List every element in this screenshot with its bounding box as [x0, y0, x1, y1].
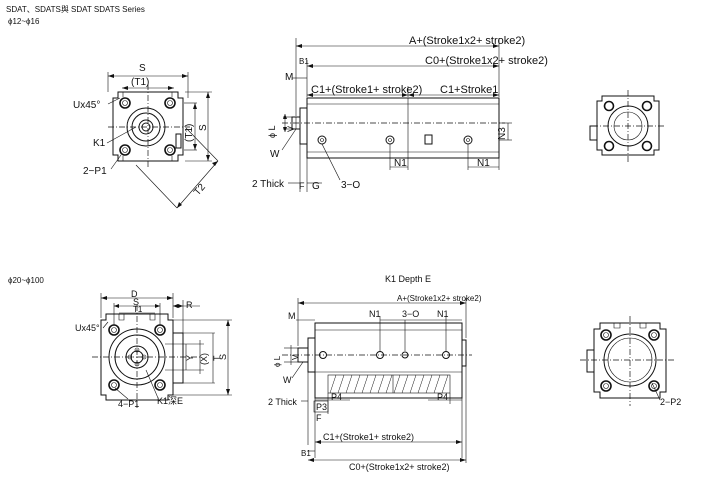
dim-f: F	[316, 413, 322, 423]
dim-y: Y	[185, 355, 195, 361]
label-k1-depth-e: K1 Depth E	[385, 274, 431, 284]
dim-s: S	[139, 63, 146, 74]
dim-n1-left: N1	[394, 158, 407, 169]
dim-t1: (T1)	[131, 77, 149, 88]
drawing-header: SDAT、SDATS與 SDAT SDATS Series ϕ12~ϕ16 ϕ2…	[6, 4, 145, 285]
dim-f: F	[299, 181, 305, 191]
dim-t1: T1	[133, 305, 143, 314]
dim-v: V	[286, 126, 296, 132]
dim-r: R	[186, 300, 193, 310]
size-range-large: ϕ20~ϕ100	[8, 276, 44, 285]
label-2-thick: 2 Thick	[268, 397, 297, 407]
label-k1-depth: K1深E	[157, 396, 183, 406]
label-u45: Ux45°	[73, 100, 100, 111]
dim-n1-right: N1	[437, 309, 449, 319]
label-4-p1: 4−P1	[118, 399, 139, 409]
label-3-o: 3−O	[402, 309, 419, 319]
label-k1: K1	[93, 138, 106, 149]
dim-x: (X)	[199, 353, 209, 365]
dim-d: D	[131, 289, 138, 299]
dim-a: A+(Stroke1x2+ stroke2)	[397, 294, 482, 303]
label-2-p2: 2−P2	[660, 397, 681, 407]
dim-p4-right: P4	[437, 392, 448, 402]
top-rear-view	[589, 90, 664, 162]
dim-phi-l: ϕ L	[267, 125, 277, 138]
dim-s-vertical: S	[218, 354, 228, 360]
dim-c0: C0+(Stroke1x2+ stroke2)	[349, 462, 450, 472]
dim-a: A+(Stroke1x2+ stroke2)	[409, 35, 525, 47]
dim-b1: B1	[299, 57, 309, 66]
dim-m: M	[285, 72, 293, 83]
dim-t1-vertical: (T1)	[184, 124, 195, 142]
dim-t: T	[212, 355, 222, 361]
label-3-o: 3−O	[341, 180, 360, 191]
bottom-side-view: K1 Depth E A+(Stroke1x2+	[268, 274, 482, 472]
dim-c1-left: C1+(Stroke1+ stroke2)	[311, 84, 422, 96]
dim-g: G	[312, 181, 320, 192]
dim-v: V	[291, 354, 300, 360]
dim-s: S	[133, 297, 139, 307]
top-front-view: S (T1) (T1) S T2 Ux45° K1 2−P1	[73, 63, 219, 209]
dim-p4-left: P4	[331, 392, 342, 402]
top-side-view: A+(Stroke1x2+ stroke2) C0+(Stroke1x2+ st…	[252, 35, 548, 192]
size-range-small: ϕ12~ϕ16	[8, 17, 40, 26]
dim-n1-left: N1	[369, 309, 381, 319]
bottom-rear-view: 2−P2	[580, 316, 681, 407]
dim-t2: T2	[192, 182, 208, 198]
label-u45: Ux45°	[75, 323, 100, 333]
dim-phi-l: ϕ L	[273, 355, 282, 367]
dim-n3: N3	[497, 127, 508, 140]
dim-c1-right: C1+Stroke1	[440, 84, 498, 96]
dim-n1-right: N1	[477, 158, 490, 169]
label-2-thick: 2 Thick	[252, 179, 285, 190]
dim-w: W	[283, 375, 292, 385]
label-2-p1: 2−P1	[83, 166, 107, 177]
dim-m: M	[288, 311, 296, 321]
dim-w: W	[270, 149, 280, 160]
bottom-front-view: D S T1 R Ux45° Y (X) T S 4−P1	[75, 289, 232, 409]
series-title: SDAT、SDATS與 SDAT SDATS Series	[6, 4, 145, 14]
dim-c0: C0+(Stroke1x2+ stroke2)	[425, 55, 548, 67]
dim-b1: B1	[301, 449, 311, 458]
dim-s-vertical: S	[198, 124, 209, 131]
dim-c1: C1+(Stroke1+ stroke2)	[323, 432, 414, 442]
dim-p3: P3	[316, 402, 327, 412]
